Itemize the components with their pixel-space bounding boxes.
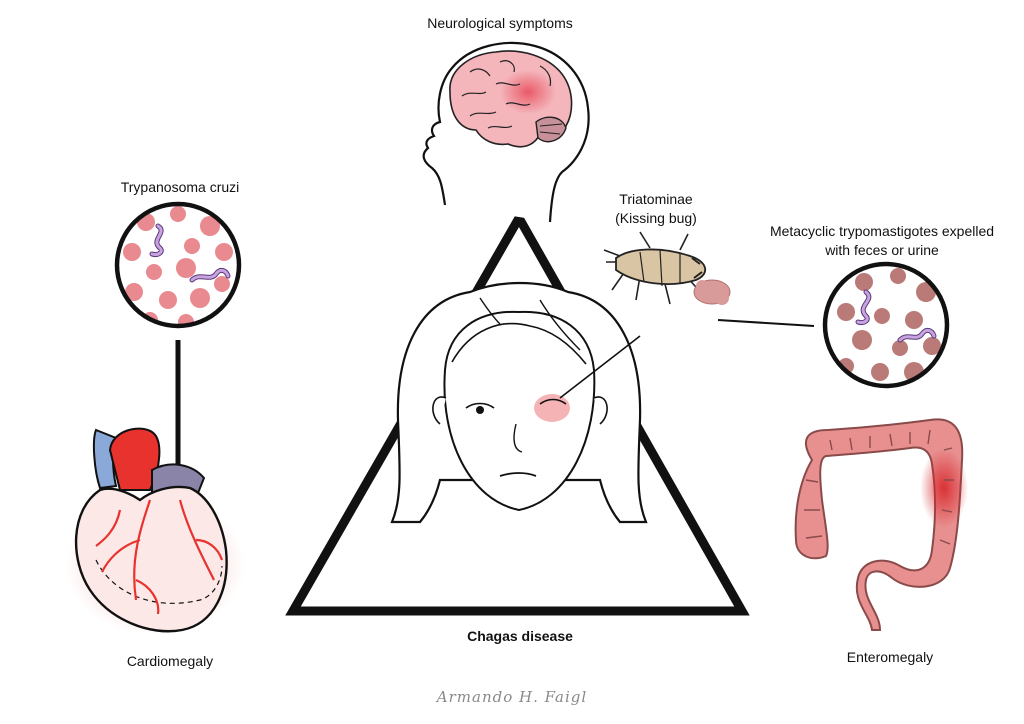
patient-face: [390, 281, 648, 524]
metacyclic-sample: [822, 261, 950, 389]
label-triatominae: Triatominae: [619, 191, 693, 207]
brain-icon: [449, 50, 573, 148]
colon-icon: [794, 418, 968, 631]
label-enteromegaly: Enteromegaly: [846, 649, 934, 665]
label-chagas-disease: Chagas disease: [467, 628, 573, 644]
label-kissing-bug: (Kissing bug): [615, 210, 697, 226]
label-metacyclic-line1: Metacyclic trypomastigotes expelled: [769, 223, 995, 239]
artist-signature: Armando H. Faigl: [436, 688, 588, 706]
bug-connector: [717, 319, 815, 327]
trypanosoma-blood-sample: [114, 201, 242, 329]
label-cardiomegaly: Cardiomegaly: [126, 653, 214, 669]
label-trypanosoma-cruzi: Trypanosoma cruzi: [120, 179, 240, 195]
label-neurological-symptoms: Neurological symptoms: [427, 15, 573, 31]
kissing-bug-icon: [603, 231, 731, 305]
heart-icon: [65, 427, 245, 635]
label-metacyclic-line2: with feces or urine: [825, 242, 939, 258]
